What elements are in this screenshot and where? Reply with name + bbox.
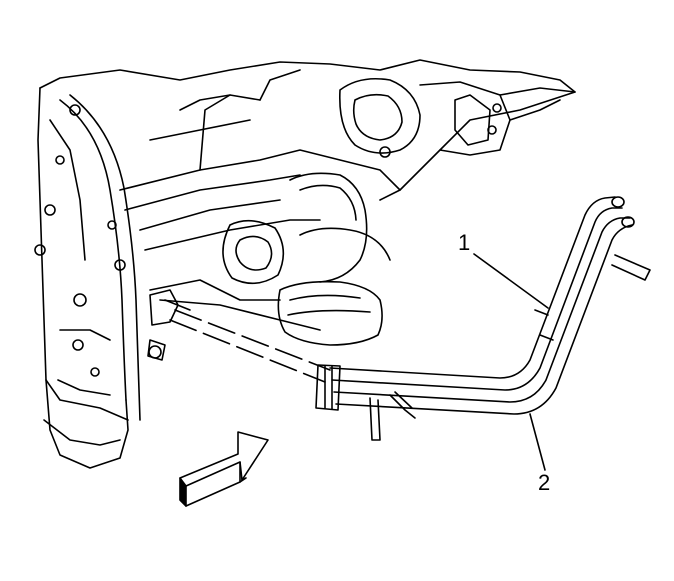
callout-label-2: 2: [538, 470, 551, 495]
front-direction-arrow-icon: [179, 431, 269, 507]
cooler-lines: [169, 196, 651, 441]
callout-label-1: 1: [458, 230, 471, 255]
callout-2-leader: [529, 413, 546, 471]
callout-1-leader: [473, 253, 549, 309]
transmission-assembly: [34, 59, 576, 469]
